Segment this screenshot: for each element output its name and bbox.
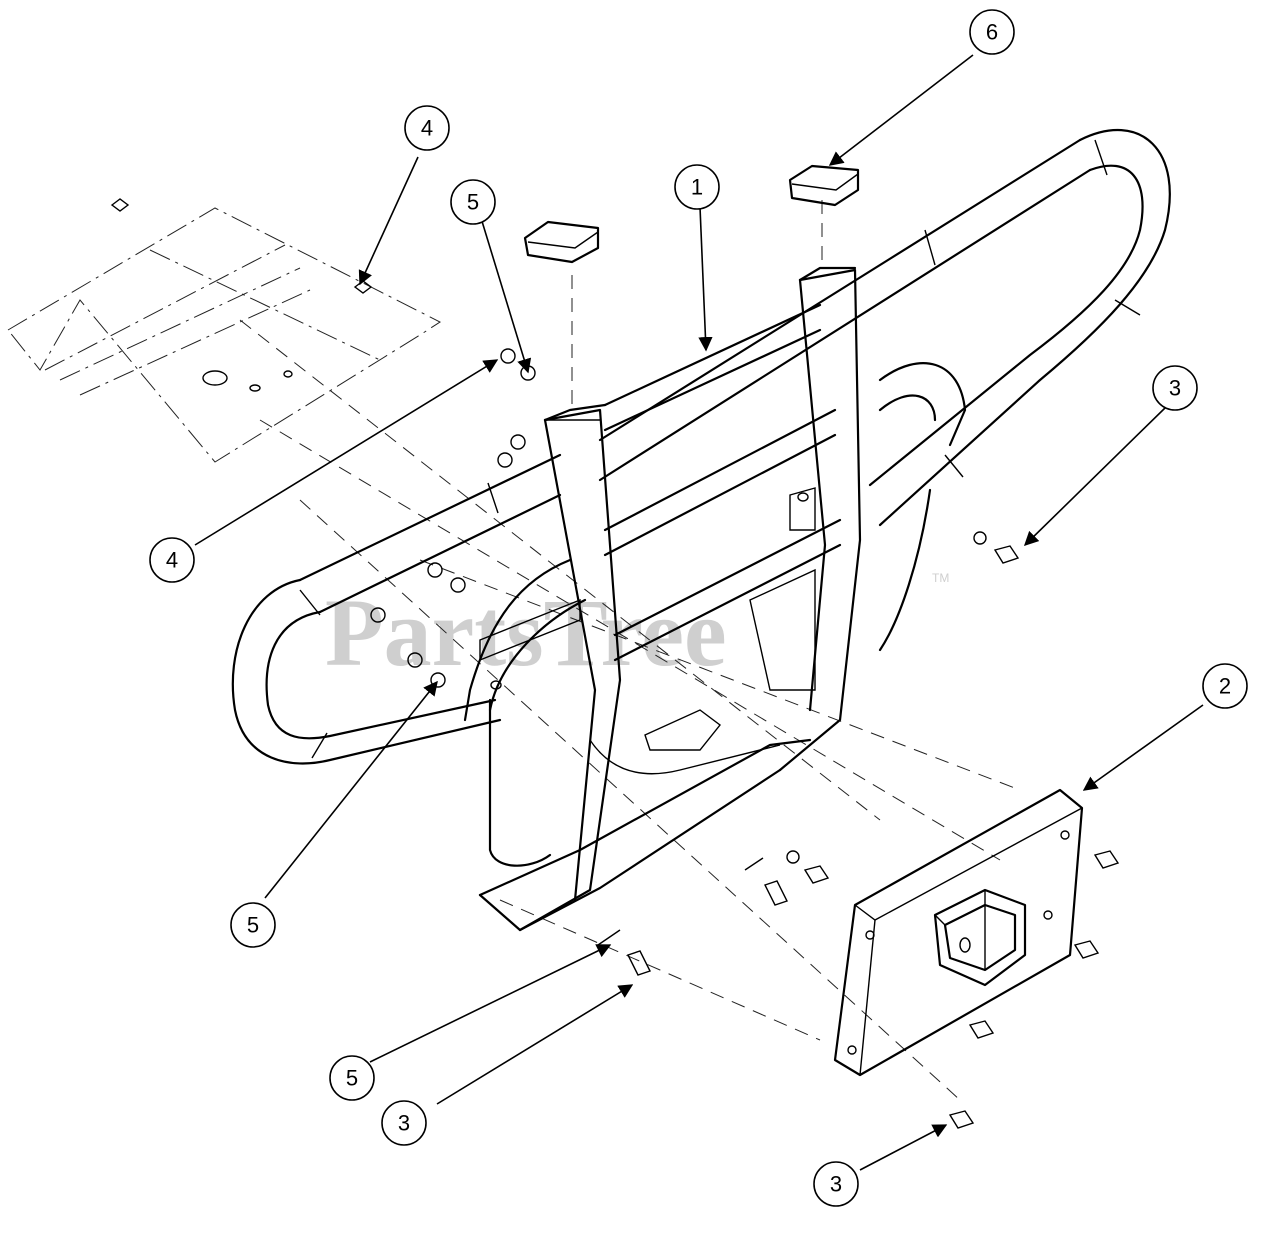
callout-5-top[interactable]: 5	[450, 179, 496, 225]
assembly-guide-lines	[239, 200, 1021, 1101]
callout-3-bottom[interactable]: 3	[813, 1161, 859, 1207]
callout-5-left-label: 5	[247, 913, 259, 938]
callout-1-label: 1	[691, 175, 703, 200]
brush-guard-frame	[231, 129, 1171, 932]
watermark-trademark: TM	[932, 571, 949, 585]
callout-leaders	[194, 54, 1204, 1171]
callout-4-top-label: 4	[421, 116, 433, 141]
callout-5-top-label: 5	[467, 190, 479, 215]
callout-2-label: 2	[1219, 674, 1231, 699]
callout-4-left[interactable]: 4	[149, 537, 195, 583]
callout-5-left[interactable]: 5	[230, 902, 276, 948]
hardware-fasteners	[353, 280, 1120, 1129]
callout-6-label: 6	[986, 20, 998, 45]
watermark-text: PartsTree	[325, 579, 727, 686]
callout-5-bottom[interactable]: 5	[329, 1055, 375, 1101]
callout-4-top[interactable]: 4	[404, 105, 450, 151]
callout-1[interactable]: 1	[674, 164, 720, 210]
callout-4-left-label: 4	[166, 548, 178, 573]
callout-3-right-label: 3	[1169, 376, 1181, 401]
hitch-receiver-plate	[833, 788, 1084, 1077]
callout-3-bottom-label: 3	[830, 1172, 842, 1197]
callout-2[interactable]: 2	[1202, 663, 1248, 709]
callout-6[interactable]: 6	[969, 9, 1015, 55]
tube-end-caps	[523, 164, 860, 264]
callout-3-lower-left[interactable]: 3	[381, 1100, 427, 1146]
callout-3-lower-left-label: 3	[398, 1111, 410, 1136]
callout-3-right[interactable]: 3	[1152, 365, 1198, 411]
deck-plate-phantom	[7, 198, 442, 463]
callout-5-bottom-label: 5	[346, 1066, 358, 1091]
